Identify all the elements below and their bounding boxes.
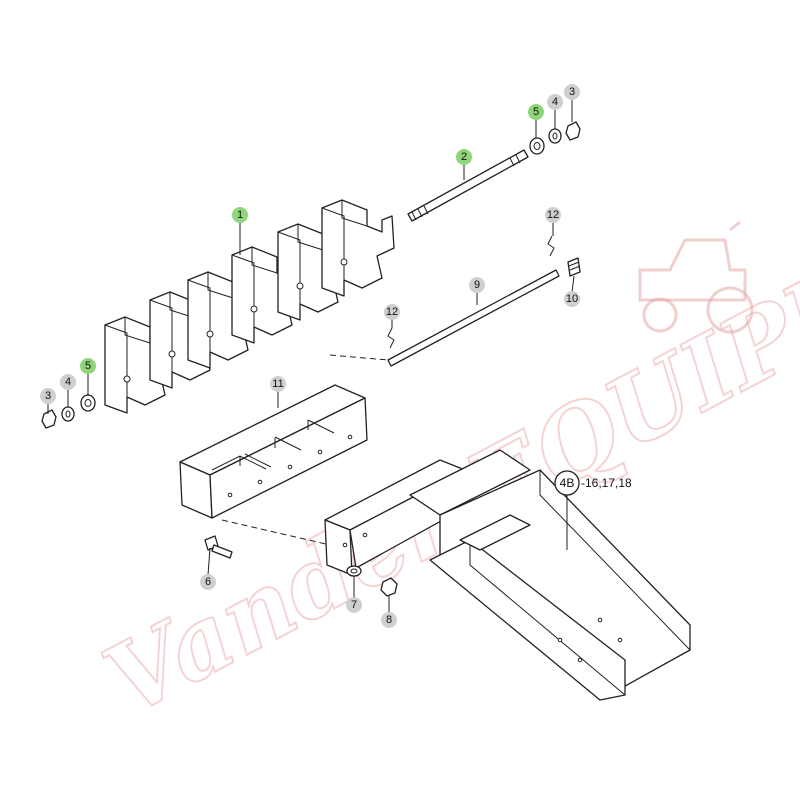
callout-number: 6 [205, 576, 211, 588]
callout-5[interactable]: 5 [528, 104, 544, 120]
callout-number: 5 [85, 360, 91, 372]
reference-badge-label: 4B [560, 476, 575, 490]
callout-number: 5 [533, 106, 539, 118]
callout-circle[interactable] [346, 597, 362, 613]
reference-badge[interactable] [554, 470, 580, 496]
clip-lower [387, 327, 395, 349]
callout-circle[interactable] [60, 374, 76, 390]
callout-number: 3 [45, 390, 51, 402]
callout-circle[interactable] [545, 207, 561, 223]
watermark: Vander EQUIPMENT [86, 115, 800, 739]
callout-circle[interactable] [469, 277, 485, 293]
tie-rod-lower [387, 269, 560, 367]
callout-8[interactable]: 8 [381, 612, 397, 628]
reference-text: -16,17,18 [581, 476, 632, 490]
callout-3[interactable]: 3 [564, 84, 580, 100]
callout-number: 3 [569, 86, 575, 98]
callout-circle[interactable] [384, 304, 400, 320]
callout-circle[interactable] [528, 104, 544, 120]
callout-circle[interactable] [270, 376, 286, 392]
callout-number: 9 [474, 279, 480, 291]
washer [346, 565, 362, 577]
callout-circle[interactable] [40, 388, 56, 404]
callout-number: 2 [461, 151, 467, 163]
callout-12[interactable]: 12 [384, 304, 400, 320]
front-frame [324, 449, 691, 701]
nut [380, 577, 398, 597]
counterweight [321, 199, 395, 297]
alignment-line [221, 519, 331, 546]
callout-circle[interactable] [564, 291, 580, 307]
tie-rod-upper [407, 149, 529, 222]
callout-circle[interactable] [80, 358, 96, 374]
callout-5[interactable]: 5 [80, 358, 96, 374]
alignment-line [329, 354, 389, 361]
callout-circle[interactable] [547, 94, 563, 110]
clip-upper [547, 235, 555, 257]
callout-number: 7 [351, 599, 357, 611]
hardware-stack-left [41, 394, 96, 429]
callout-number: 1 [237, 209, 243, 221]
weight-tray [179, 384, 368, 519]
callout-2[interactable]: 2 [456, 149, 472, 165]
callout-10[interactable]: 10 [564, 291, 580, 307]
callout-12[interactable]: 12 [545, 207, 561, 223]
reference-callout[interactable]: 4B -16,17,18 [554, 470, 632, 496]
callout-number: 12 [547, 209, 559, 221]
callout-4[interactable]: 4 [60, 374, 76, 390]
callout-number: 4 [552, 96, 558, 108]
callout-6[interactable]: 6 [200, 574, 216, 590]
callout-circle[interactable] [381, 612, 397, 628]
watermark-text: Vander EQUIPMENT [87, 116, 800, 738]
bolt [204, 535, 233, 559]
callout-number: 8 [386, 614, 392, 626]
callout-number: 10 [566, 293, 578, 305]
callout-circle[interactable] [564, 84, 580, 100]
callout-9[interactable]: 9 [469, 277, 485, 293]
callout-circle[interactable] [200, 574, 216, 590]
callout-number: 12 [386, 306, 398, 318]
counterweight-set [104, 199, 395, 414]
callout-circle[interactable] [456, 149, 472, 165]
callout-number: 4 [65, 376, 71, 388]
callout-7[interactable]: 7 [346, 597, 362, 613]
leader-lines [47, 100, 575, 613]
pin [567, 257, 581, 277]
tractor-icon [638, 220, 754, 334]
callout-3[interactable]: 3 [40, 388, 56, 404]
callout-number: 11 [272, 378, 283, 390]
callout-11[interactable]: 11 [270, 376, 286, 392]
callout-circle[interactable] [232, 207, 248, 223]
callout-4[interactable]: 4 [547, 94, 563, 110]
callout-1[interactable]: 1 [232, 207, 248, 223]
